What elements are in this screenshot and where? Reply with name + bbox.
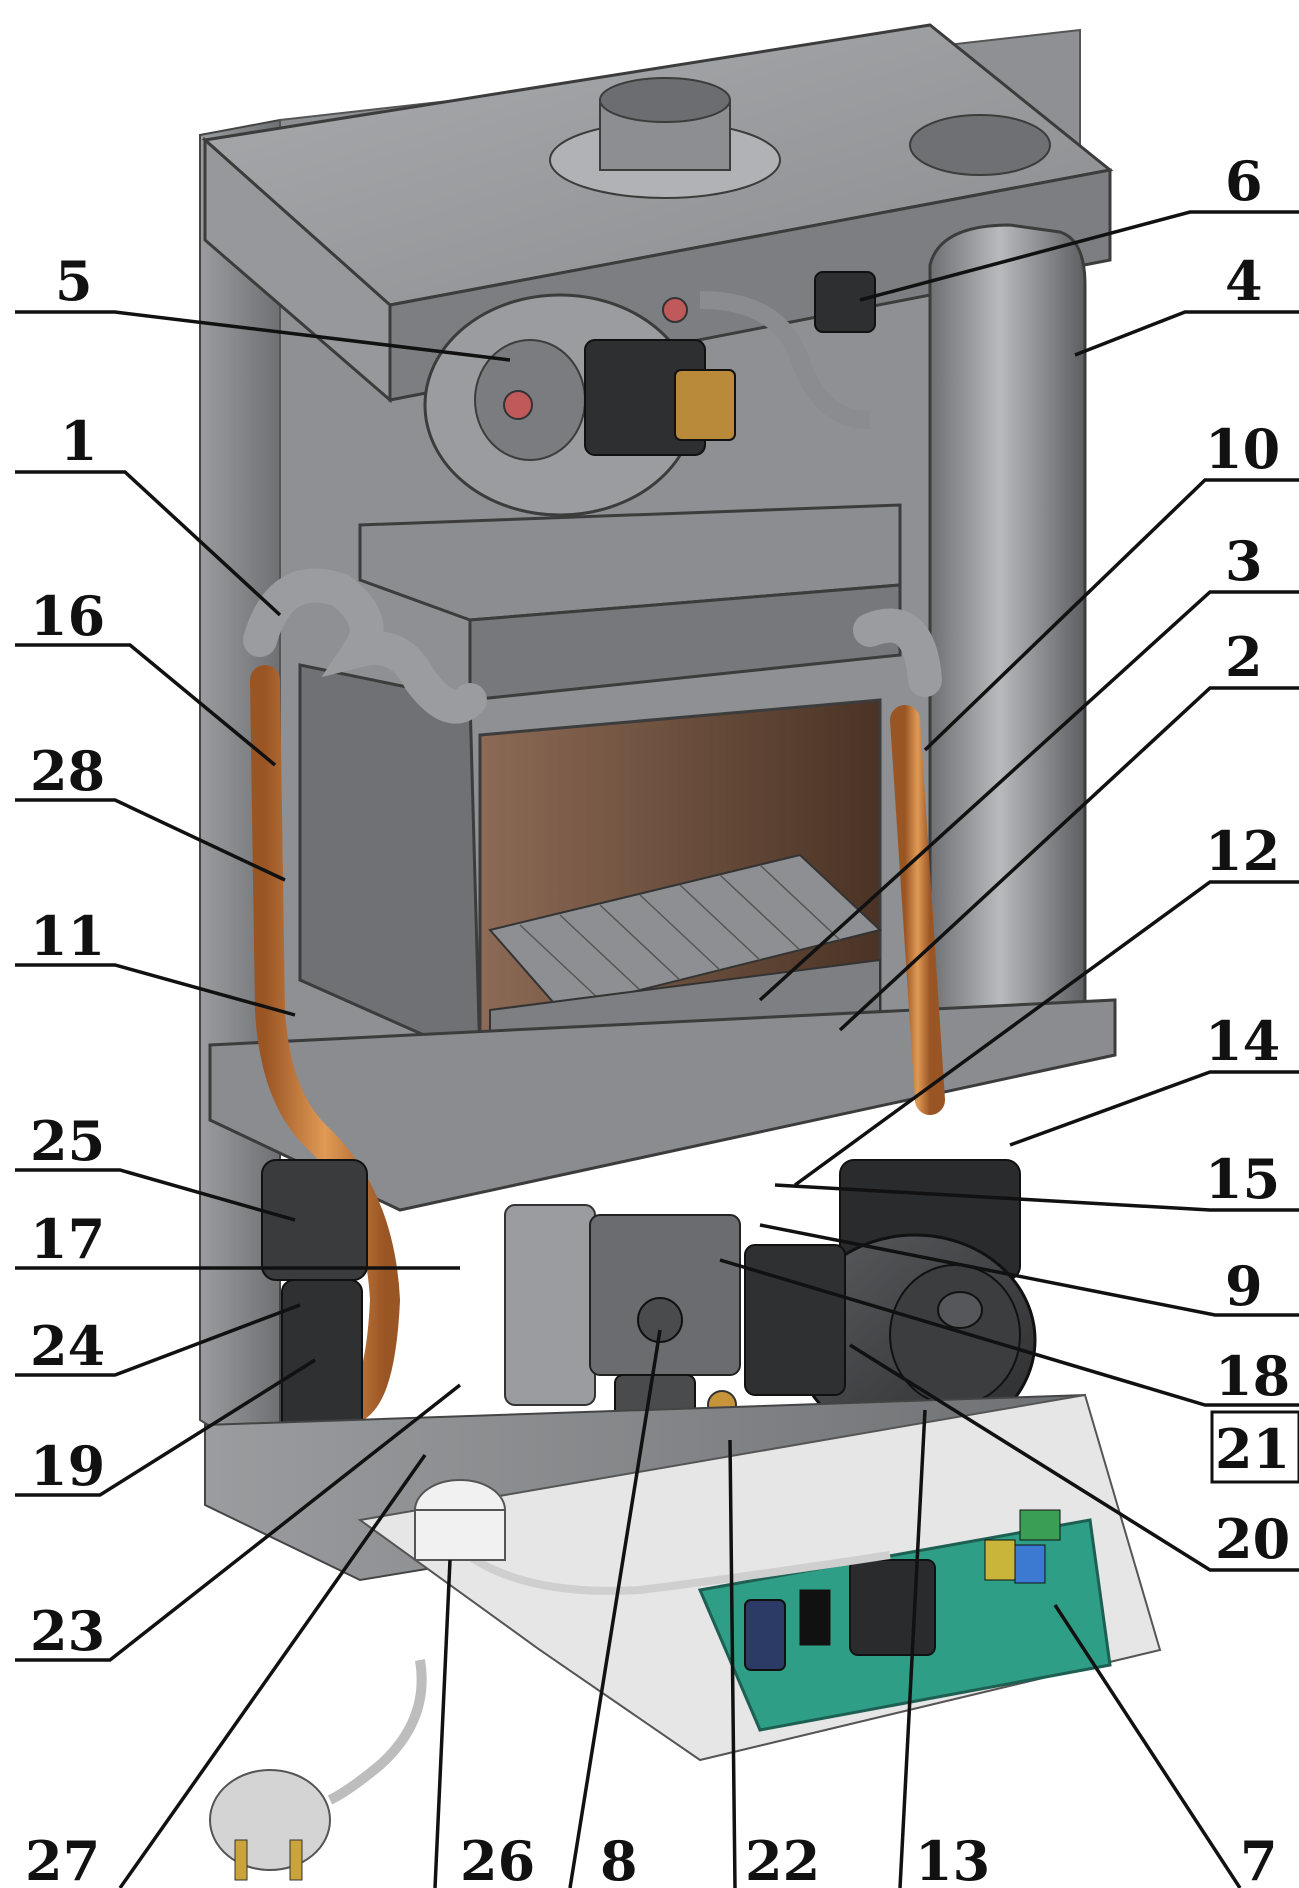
leader-9 <box>759 1223 1299 1317</box>
leader-7 <box>1053 1604 1242 1888</box>
label-26: 26 <box>460 1829 535 1888</box>
leader-24 <box>15 1303 301 1377</box>
label-13: 13 <box>915 1829 990 1888</box>
leader-6 <box>859 210 1299 302</box>
leader-15 <box>774 1183 1299 1212</box>
label-18: 18 <box>1215 1344 1290 1408</box>
sensor-cup-body <box>414 1509 506 1561</box>
power-cord <box>327 1659 427 1805</box>
leader-18 <box>719 1258 1299 1407</box>
leader-5 <box>15 310 511 362</box>
label-6: 6 <box>1225 149 1263 213</box>
top-casing-left <box>203 136 392 404</box>
label-10: 10 <box>1205 417 1280 481</box>
exchanger-loop-right <box>853 608 942 697</box>
fan-assembly <box>423 293 736 517</box>
exchanger-loops <box>243 568 487 724</box>
leader-3 <box>758 590 1299 1002</box>
leader-22 <box>728 1439 737 1888</box>
leader-12 <box>793 880 1299 1187</box>
leader-19 <box>15 1358 316 1497</box>
label-28: 28 <box>30 739 105 803</box>
label-5: 5 <box>55 249 93 313</box>
flue-pipe-top <box>599 77 731 123</box>
label-7: 7 <box>1240 1829 1278 1888</box>
label-16: 16 <box>30 584 105 648</box>
label-12: 12 <box>1205 819 1280 883</box>
label-19: 19 <box>30 1434 105 1498</box>
label-3: 3 <box>1225 529 1263 593</box>
leader-25 <box>15 1168 296 1222</box>
leader-16 <box>15 643 277 767</box>
label-23: 23 <box>30 1599 105 1663</box>
label-21: 21 <box>1215 1417 1290 1481</box>
label-20: 20 <box>1215 1507 1290 1571</box>
leader-10 <box>923 478 1299 752</box>
label-24: 24 <box>30 1314 105 1378</box>
label-4: 4 <box>1225 249 1263 313</box>
hood-front <box>468 583 902 702</box>
label-8: 8 <box>600 1829 638 1888</box>
pressure-switch <box>814 271 876 333</box>
copper-pipe-right <box>890 705 945 1115</box>
label-14: 14 <box>1205 1009 1280 1073</box>
leader-8 <box>568 1329 662 1888</box>
leader-lines <box>15 210 1299 1888</box>
callout-labels: 6 5 4 1 10 3 16 2 28 12 11 14 25 15 17 9… <box>25 149 1290 1888</box>
air-intake <box>909 114 1051 176</box>
label-1: 1 <box>60 409 98 473</box>
leader-4 <box>1074 310 1299 357</box>
label-11: 11 <box>30 904 105 968</box>
boiler-illustration <box>199 23 1162 1881</box>
label-9: 9 <box>1225 1254 1263 1318</box>
leader-11 <box>15 963 296 1017</box>
label-27: 27 <box>25 1829 100 1888</box>
hydraulic-block <box>261 1159 368 1281</box>
label-2: 2 <box>1225 625 1263 689</box>
label-17: 17 <box>30 1207 105 1271</box>
shelf-plate <box>208 998 1117 1212</box>
leader-28 <box>15 798 286 882</box>
label-25: 25 <box>30 1109 105 1173</box>
leader-26 <box>433 1559 452 1888</box>
label-22: 22 <box>745 1829 820 1888</box>
leader-2 <box>838 686 1299 1032</box>
leader-20 <box>849 1343 1299 1572</box>
label-15: 15 <box>1205 1147 1280 1211</box>
leader-27 <box>118 1453 427 1888</box>
leader-1 <box>15 470 282 617</box>
expansion-tank <box>928 223 1087 1057</box>
switch-tubes <box>699 291 871 429</box>
gas-valve <box>504 1204 741 1461</box>
leader-23 <box>15 1383 462 1662</box>
leader-13 <box>898 1409 927 1888</box>
box-21 <box>1210 1410 1299 1484</box>
leader-14 <box>1009 1070 1299 1147</box>
power-plug <box>209 1769 331 1881</box>
